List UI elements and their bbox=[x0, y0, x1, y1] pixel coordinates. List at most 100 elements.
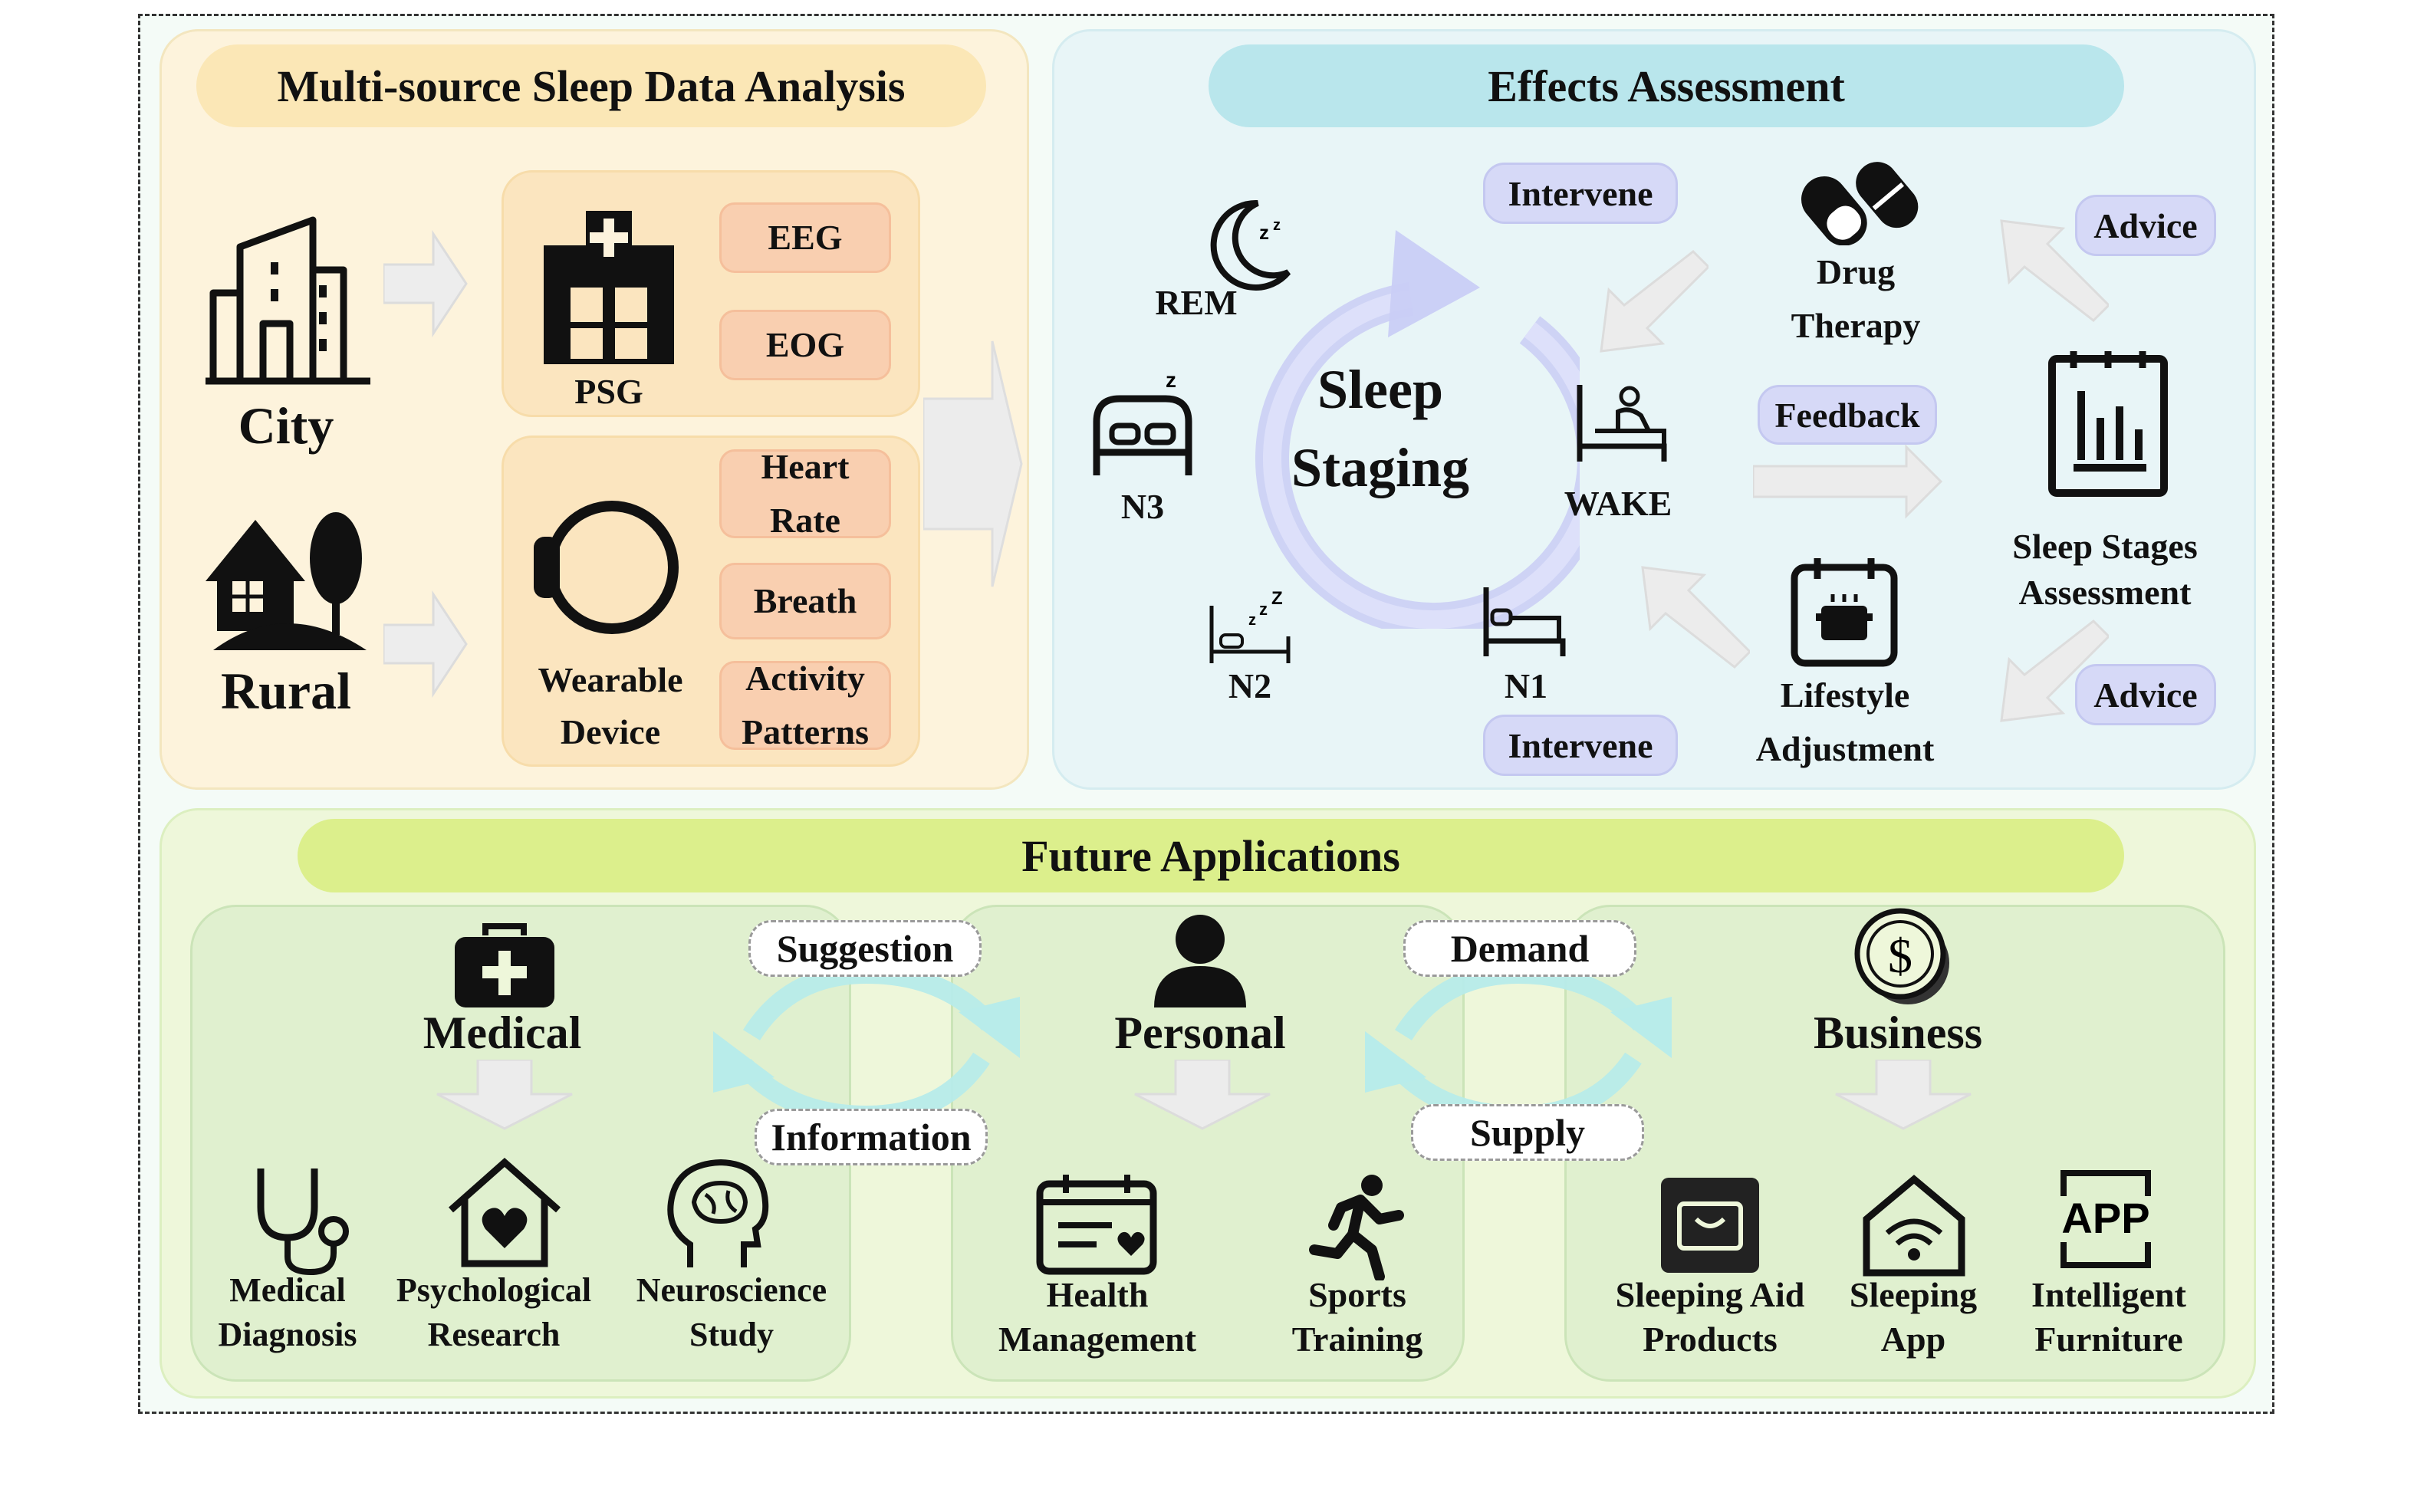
activity-line1: Activity bbox=[745, 659, 865, 698]
feedback-pill: Feedback bbox=[1758, 385, 1937, 445]
svg-text:z: z bbox=[1259, 600, 1268, 619]
moon-icon: z z bbox=[1210, 199, 1291, 291]
suggestion-pill: Suggestion bbox=[748, 920, 982, 977]
medical-kit-icon bbox=[455, 923, 554, 1007]
health-management-line2: Management bbox=[998, 1320, 1197, 1359]
n2-label: N2 bbox=[1228, 666, 1272, 705]
pills-icon bbox=[1801, 162, 1919, 245]
down-arrow-icon bbox=[1134, 1060, 1271, 1130]
diagonal-arrow-icon bbox=[2000, 219, 2109, 322]
demand-pill: Demand bbox=[1403, 920, 1636, 977]
wearable-label-1: Wearable bbox=[538, 660, 683, 699]
stethoscope-icon bbox=[257, 1169, 349, 1276]
rural-label: Rural bbox=[221, 662, 351, 720]
sleeping-aid-line2: Products bbox=[1643, 1320, 1778, 1359]
breath-tag: Breath bbox=[719, 563, 891, 639]
advice-top-pill: Advice bbox=[2075, 195, 2216, 256]
wake-bed-icon bbox=[1577, 385, 1667, 462]
heart-rate-line2: Rate bbox=[770, 501, 840, 540]
app-icon: APP bbox=[2060, 1170, 2151, 1268]
sleep-staging-line1: Sleep bbox=[1317, 359, 1443, 420]
feedback-arrow-icon bbox=[1753, 444, 1943, 519]
sleep-staging-line2: Staging bbox=[1291, 437, 1470, 498]
eeg-tag: EEG bbox=[719, 202, 891, 273]
svg-text:z: z bbox=[1166, 368, 1176, 392]
analysis-title: Multi-source Sleep Data Analysis bbox=[196, 44, 986, 127]
sleeping-app-line1: Sleeping bbox=[1849, 1275, 1978, 1314]
sports-training-line2: Training bbox=[1291, 1320, 1423, 1359]
svg-text:z: z bbox=[1248, 612, 1256, 629]
diagonal-arrow-icon bbox=[2000, 620, 2109, 722]
intervene-top-pill: Intervene bbox=[1483, 163, 1678, 224]
svg-text:Z: Z bbox=[1271, 588, 1283, 609]
intelligent-furniture-line2: Furniture bbox=[2034, 1320, 2183, 1359]
wake-label: WAKE bbox=[1564, 484, 1672, 523]
smartwatch-icon bbox=[534, 501, 679, 634]
down-arrow-icon bbox=[436, 1060, 573, 1130]
rem-label: REM bbox=[1155, 283, 1238, 322]
drug-therapy-line2: Therapy bbox=[1791, 306, 1921, 345]
neuroscience-study-line2: Study bbox=[689, 1316, 775, 1353]
down-arrow-icon bbox=[1835, 1060, 1972, 1130]
drug-therapy-line1: Drug bbox=[1816, 252, 1896, 291]
svg-text:z: z bbox=[1273, 217, 1281, 234]
ssa-line2: Assessment bbox=[2018, 573, 2192, 612]
n1-label: N1 bbox=[1504, 666, 1548, 705]
diagonal-arrow-icon bbox=[1600, 250, 1709, 353]
medical-label: Medical bbox=[423, 1007, 582, 1058]
intelligent-furniture-line1: Intelligent bbox=[2031, 1275, 2186, 1314]
svg-text:$: $ bbox=[1888, 929, 1912, 983]
lifestyle-line1: Lifestyle bbox=[1780, 675, 1910, 715]
rural-arrow-icon bbox=[383, 590, 468, 698]
bed-icon: z bbox=[1093, 368, 1192, 475]
sleeping-aid-line1: Sleeping Aid bbox=[1615, 1275, 1805, 1314]
svg-text:z: z bbox=[1259, 221, 1269, 244]
ssa-line1: Sleep Stages bbox=[2012, 527, 2198, 566]
sleeping-app-line2: App bbox=[1880, 1320, 1946, 1359]
lying-sleep-icon: z z Z bbox=[1209, 588, 1291, 663]
activity-line2: Patterns bbox=[741, 712, 870, 751]
sports-training-line1: Sports bbox=[1308, 1275, 1406, 1314]
report-chart-icon bbox=[2048, 351, 2168, 497]
head-brain-icon bbox=[667, 1159, 769, 1267]
supply-pill: Supply bbox=[1411, 1104, 1644, 1161]
diagonal-arrow-icon bbox=[1641, 566, 1750, 669]
assessment-title: Effects Assessment bbox=[1209, 44, 2124, 127]
sleep-cycle-arrow-icon bbox=[1255, 230, 1580, 629]
wearable-label-2: Device bbox=[560, 712, 661, 751]
smart-home-wifi-icon bbox=[1863, 1175, 1965, 1277]
psychological-research-line2: Research bbox=[427, 1316, 561, 1353]
neuroscience-study-line1: Neuroscience bbox=[636, 1271, 827, 1309]
information-pill: Information bbox=[755, 1109, 988, 1165]
activity-patterns-tag: Activity Patterns bbox=[719, 659, 891, 751]
rural-house-icon bbox=[206, 512, 367, 650]
city-arrow-icon bbox=[383, 230, 468, 337]
heart-rate-line1: Heart bbox=[761, 447, 850, 486]
bed-rest-icon bbox=[1483, 587, 1566, 656]
medical-diagnosis-line1: Medical bbox=[229, 1271, 346, 1309]
intervene-bottom-pill: Intervene bbox=[1483, 715, 1678, 776]
house-heart-icon bbox=[449, 1157, 561, 1267]
advice-bottom-pill: Advice bbox=[2075, 664, 2216, 725]
lifestyle-line2: Adjustment bbox=[1755, 729, 1935, 768]
business-label: Business bbox=[1813, 1007, 1983, 1058]
health-management-line1: Health bbox=[1046, 1275, 1149, 1314]
personal-label: Personal bbox=[1114, 1007, 1286, 1058]
psychological-research-line1: Psychological bbox=[396, 1271, 592, 1309]
coins-icon: $ bbox=[1854, 908, 1949, 1004]
medical-diagnosis-line2: Diagnosis bbox=[218, 1316, 357, 1353]
city-icon bbox=[206, 216, 370, 385]
city-label: City bbox=[238, 396, 334, 455]
person-icon bbox=[1154, 915, 1246, 1007]
exchange-cycle-icon bbox=[713, 963, 1020, 1126]
running-person-icon bbox=[1309, 1175, 1404, 1280]
health-calendar-icon bbox=[1036, 1175, 1157, 1275]
app-icon-text: APP bbox=[2061, 1194, 2149, 1242]
heart-rate-tag: Heart Rate bbox=[719, 447, 891, 540]
calendar-icon bbox=[1791, 558, 1898, 667]
future-title: Future Applications bbox=[298, 819, 2124, 892]
n3-label: N3 bbox=[1120, 487, 1165, 526]
hospital-icon bbox=[544, 211, 674, 364]
sleeping-aid-box-icon bbox=[1661, 1178, 1759, 1273]
big-flow-arrow-icon bbox=[923, 340, 1023, 587]
